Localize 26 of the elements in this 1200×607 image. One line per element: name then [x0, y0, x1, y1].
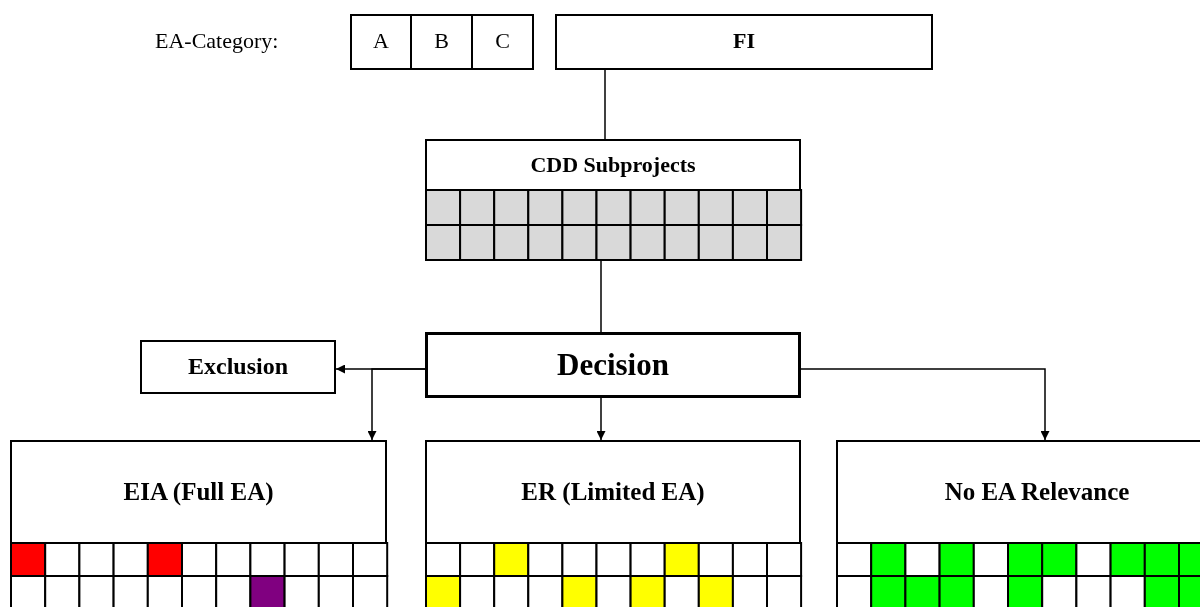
process-box: [140, 340, 336, 394]
box-title: C: [495, 28, 510, 54]
arrow: [800, 368, 1050, 441]
connector-line: [600, 260, 602, 333]
table-box: [425, 440, 801, 607]
box-title: B: [434, 28, 449, 54]
category-label: EA-Category:: [155, 28, 279, 54]
box-title: Exclusion: [188, 352, 288, 380]
process-box: [471, 14, 534, 70]
box-title: FI: [733, 28, 755, 54]
process-box: [425, 332, 801, 398]
table-box: [10, 440, 387, 607]
box-title: No EA Relevance: [944, 478, 1130, 506]
table-box: [425, 139, 801, 261]
connector-line: [604, 69, 606, 140]
box-title: ER (Limited EA): [521, 478, 705, 506]
box-title: EIA (Full EA): [123, 478, 274, 506]
box-title: A: [373, 28, 389, 54]
table-box: [836, 440, 1200, 607]
process-box: [555, 14, 933, 70]
process-box: [350, 14, 412, 70]
box-title: Decision: [557, 346, 669, 383]
process-box: [410, 14, 473, 70]
box-title: CDD Subprojects: [530, 152, 696, 178]
arrow: [367, 368, 426, 441]
arrow: [596, 397, 606, 441]
